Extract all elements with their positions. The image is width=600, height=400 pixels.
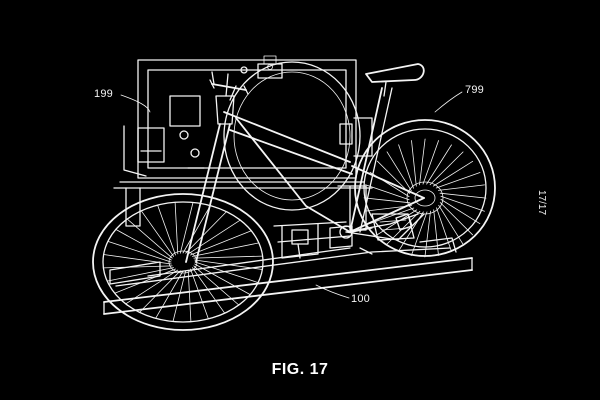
wheel-spoke: [114, 268, 176, 294]
carrier-rack: [103, 221, 473, 315]
wheel-spoke: [179, 202, 194, 254]
wheel-spoke: [429, 151, 464, 186]
wheel-spoke: [140, 210, 175, 257]
wheel-spoke: [365, 184, 410, 201]
wheel-spoke: [174, 201, 179, 255]
wheel-spoke: [436, 207, 452, 252]
wheel-spoke: [376, 160, 411, 194]
wheel-spoke: [115, 228, 172, 261]
reference-numeral-vehicle: 199: [94, 88, 113, 100]
figure-caption: FIG. 17: [271, 361, 329, 378]
wheel-spoke: [439, 202, 474, 236]
wheel-spoke: [157, 204, 176, 256]
reference-numeral-carrier: 100: [351, 293, 370, 305]
wheel-spoke: [191, 242, 260, 257]
wheel-spoke: [155, 270, 184, 319]
wheel-spoke: [185, 211, 227, 254]
wheel-spoke: [190, 268, 209, 320]
wheel-spoke: [103, 254, 172, 265]
wheel-spoke: [419, 138, 426, 186]
wheel-spoke: [191, 267, 226, 314]
sheet-number: 17/17: [536, 190, 547, 216]
wheel-spoke: [369, 207, 415, 224]
wheel-spoke: [194, 263, 251, 296]
wheel-spoke: [103, 265, 173, 269]
wheel-spoke: [194, 261, 259, 284]
wheel-spoke: [424, 210, 431, 258]
wheel-spoke: [398, 144, 414, 189]
bicycle-frame: [185, 63, 425, 263]
wheel-spoke: [107, 240, 172, 263]
wheel-spoke: [386, 151, 412, 192]
wheel-spoke: [187, 269, 192, 323]
reference-numeral-bicycle: 799: [465, 84, 484, 96]
wheel-spoke: [439, 192, 487, 199]
wheel-spoke: [411, 140, 417, 187]
wheel-spoke: [440, 195, 485, 212]
wheel-spoke: [190, 230, 252, 256]
wheel-spoke: [440, 198, 481, 225]
wheel-spoke: [172, 270, 187, 322]
wheel-spoke: [182, 205, 211, 254]
wheel-spoke: [193, 255, 264, 259]
spare-tire: [223, 55, 361, 211]
wheel-spoke: [410, 211, 428, 256]
front-wheel-spokes: [103, 201, 264, 323]
wheel-spoke: [363, 197, 411, 204]
leader-lines: [120, 91, 463, 299]
wheel-spoke: [422, 140, 440, 185]
wheel-spoke: [438, 204, 464, 245]
wheel-spoke: [435, 172, 481, 189]
wheel-spoke: [194, 259, 263, 270]
wheel-spoke: [187, 219, 241, 255]
wheel-spoke: [437, 184, 485, 191]
wheel-spoke: [106, 267, 175, 282]
wheel-spoke: [125, 269, 179, 305]
bicycle-pedal: [371, 213, 415, 241]
wheel-spoke: [426, 144, 452, 185]
wheel-spoke: [432, 160, 474, 187]
wheel-spoke: [126, 218, 173, 259]
bicycle-front-wheel: [92, 193, 274, 331]
bicycle-rear-wheel: [354, 119, 496, 258]
wheel-spoke: [139, 270, 181, 313]
wheel-spoke: [193, 265, 240, 306]
wheel-spoke: [433, 209, 439, 256]
rear-wheel-spokes: [363, 138, 487, 258]
